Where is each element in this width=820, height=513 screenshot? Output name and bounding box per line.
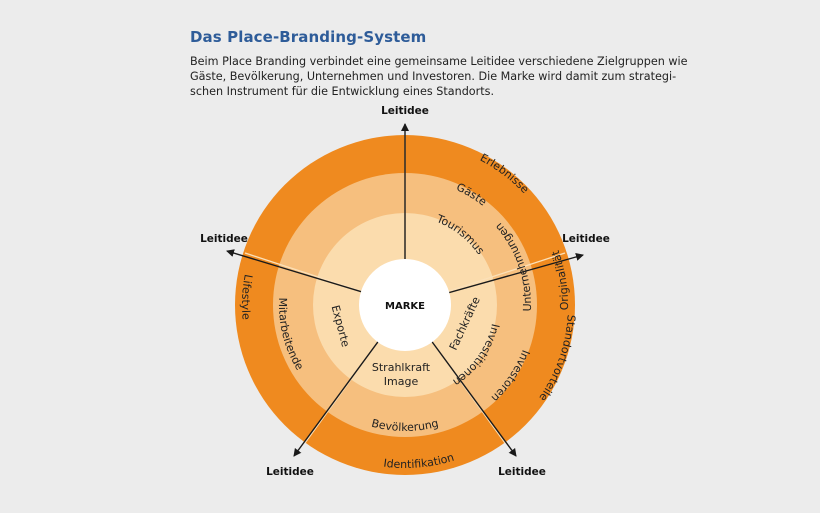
leitidee-label-right: Leitidee <box>562 233 610 245</box>
center-circle <box>359 259 451 351</box>
leitidee-labels: Leitidee Leitidee Leitidee Leitidee Leit… <box>200 105 610 478</box>
leitidee-label-top: Leitidee <box>381 105 429 117</box>
intro-line: Gäste, Bevölkerung, Unternehmen und Inve… <box>190 70 677 83</box>
center-label: MARKE <box>385 301 425 312</box>
header: Das Place-Branding-System Beim Place Bra… <box>190 28 688 99</box>
inner-label-strahlkraft: Strahlkraft <box>372 361 431 374</box>
intro-line: schen Instrument für die Entwicklung ein… <box>190 85 495 98</box>
intro-text: Beim Place Branding verbindet eine gemei… <box>190 54 688 99</box>
divider-line <box>448 252 566 292</box>
outer-label-lifestyle: Lifestyle <box>239 273 255 320</box>
middle-label-bevoelkerung: Bevölkerung <box>370 417 440 434</box>
intro-line: Beim Place Branding verbindet eine gemei… <box>190 55 688 68</box>
leitidee-label-left: Leitidee <box>200 233 248 245</box>
inner-label-image: Image <box>384 375 419 388</box>
leitidee-label-bottom-left: Leitidee <box>266 466 314 478</box>
divider-line <box>244 252 362 292</box>
page-title: Das Place-Branding-System <box>190 28 427 46</box>
leitidee-label-bottom-right: Leitidee <box>498 466 546 478</box>
